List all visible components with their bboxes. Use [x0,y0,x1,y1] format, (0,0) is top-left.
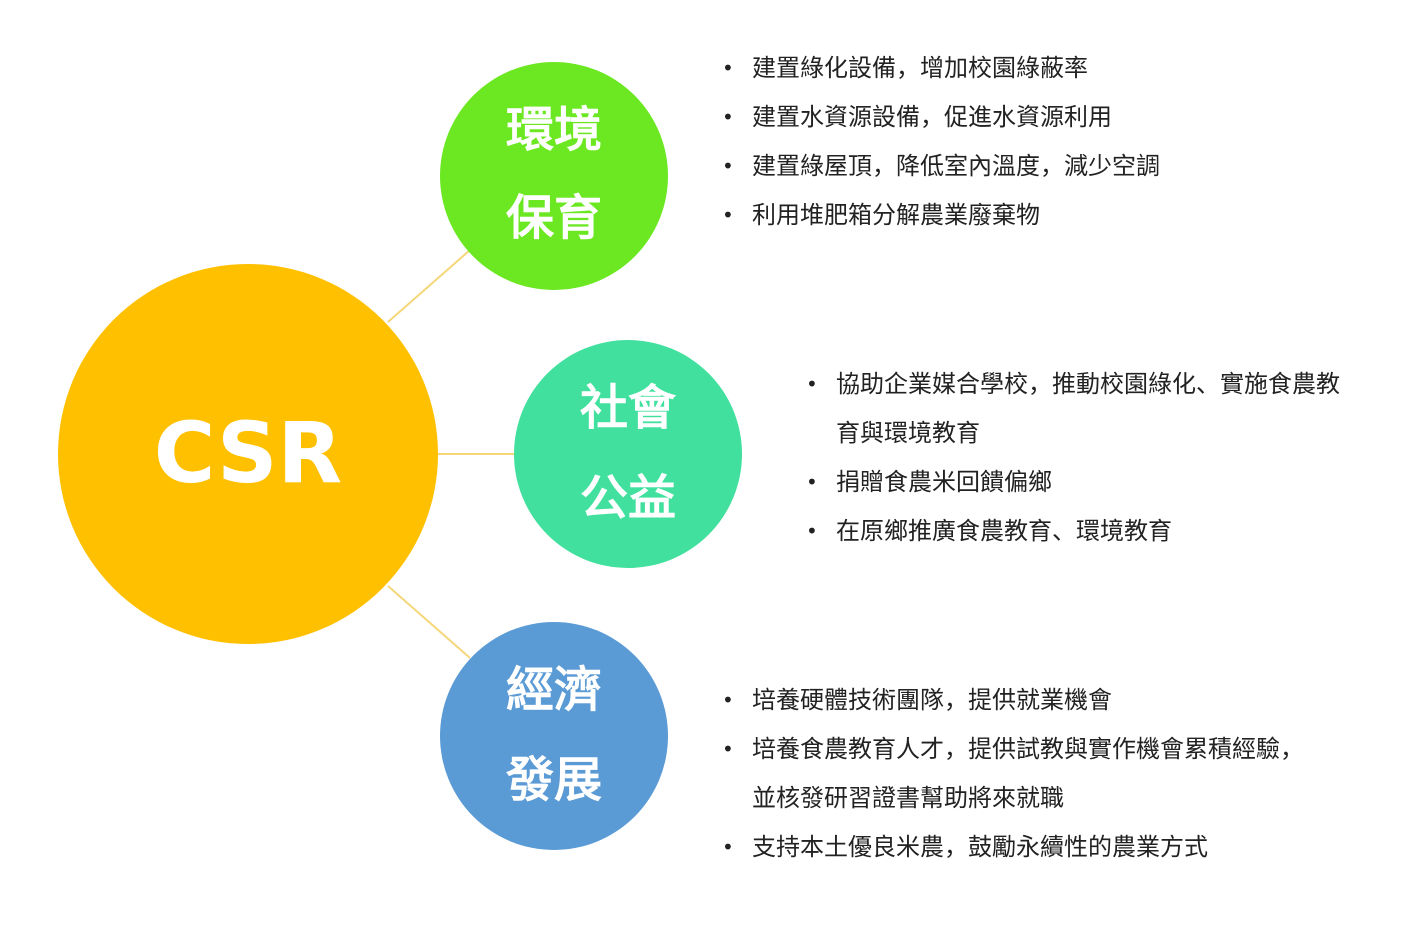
center-label: CSR [154,404,342,502]
economy-bullet-item: 培養食農教育人才，提供試教與實作機會累積經驗，並核發研習證書幫助將來就職 [722,725,1322,823]
economy-label-line1: 經濟 [506,662,602,718]
economy-label-line2: 發展 [505,752,602,808]
economy-bullet-item: 支持本土優良米農，鼓勵永續性的農業方式 [722,823,1322,872]
economy-bullet-list: 培養硬體技術團隊，提供就業機會 培養食農教育人才，提供試教與實作機會累積經驗，並… [722,676,1322,872]
society-bullet-list: 協助企業媒合學校，推動校園綠化、實施食農教育與環境教育 捐贈食農米回饋偏鄉 在原… [806,360,1346,556]
society-bullet-item: 在原鄉推廣食農教育、環境教育 [806,507,1346,556]
environment-bullet-item: 建置綠屋頂，降低室內溫度，減少空調 [722,142,1362,191]
environment-bullet-list: 建置綠化設備，增加校園綠蔽率 建置水資源設備，促進水資源利用 建置綠屋頂，降低室… [722,44,1362,240]
center-circle [58,264,438,644]
environment-bullet-item: 建置綠化設備，增加校園綠蔽率 [722,44,1362,93]
environment-label-line2: 保育 [506,190,602,246]
society-circle [514,340,742,568]
society-label-line2: 公益 [580,470,676,526]
environment-circle [440,62,668,290]
environment-bullet-item: 利用堆肥箱分解農業廢棄物 [722,191,1362,240]
economy-bullet-item: 培養硬體技術團隊，提供就業機會 [722,676,1322,725]
environment-label-line1: 環境 [506,102,602,158]
environment-bullet-item: 建置水資源設備，促進水資源利用 [722,93,1362,142]
economy-circle [440,622,668,850]
society-label-line1: 社會 [580,380,677,436]
connector-economy [387,585,471,659]
society-bullet-item: 協助企業媒合學校，推動校園綠化、實施食農教育與環境教育 [806,360,1346,458]
society-bullet-item: 捐贈食農米回饋偏鄉 [806,458,1346,507]
connector-environment [387,249,471,323]
